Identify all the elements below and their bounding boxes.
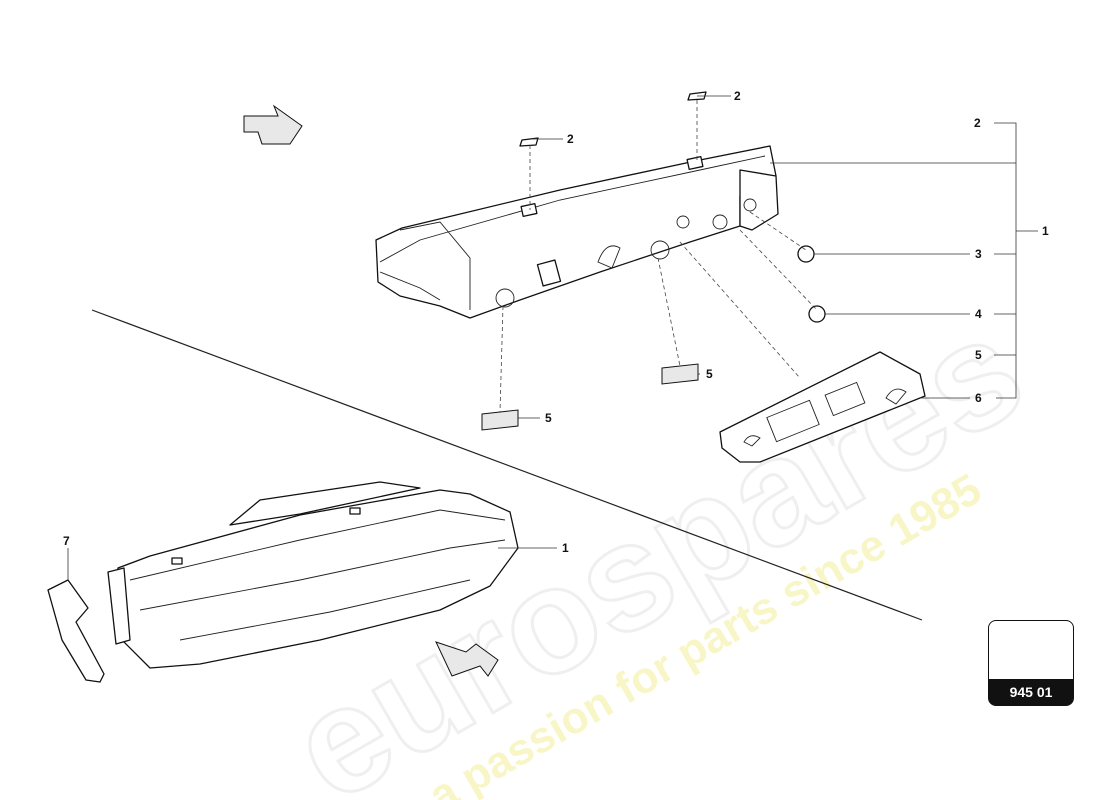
tail-lamp-front-view bbox=[107, 481, 519, 669]
part-5-pad-a bbox=[481, 409, 519, 431]
callout-5c: 5 bbox=[545, 411, 552, 425]
callout-4: 4 bbox=[975, 307, 982, 321]
part-3-plug bbox=[797, 245, 815, 263]
callout-labels: 2 2 2 1 3 4 5 6 5 5 7 1 bbox=[63, 89, 1049, 555]
part-7-trim bbox=[47, 579, 105, 683]
dashed-leaders bbox=[499, 100, 818, 413]
callout-1a: 1 bbox=[1042, 224, 1049, 238]
callout-7: 7 bbox=[63, 534, 70, 548]
view-arrow-bottom bbox=[435, 641, 499, 677]
callout-6: 6 bbox=[975, 391, 982, 405]
separator-line bbox=[91, 309, 923, 621]
callout-3: 3 bbox=[975, 247, 982, 261]
callout-2c: 2 bbox=[974, 116, 981, 130]
tail-lamp-rear-view bbox=[375, 145, 779, 319]
part-6-gasket bbox=[719, 351, 926, 463]
reference-code: 945 01 bbox=[989, 679, 1073, 705]
callout-5b: 5 bbox=[706, 367, 713, 381]
part-5-pad-b bbox=[661, 363, 699, 385]
callout-leaders bbox=[498, 95, 1038, 549]
view-arrow-top bbox=[243, 104, 303, 145]
callout-2b: 2 bbox=[734, 89, 741, 103]
part-4-plug bbox=[808, 305, 826, 323]
callout-1b: 1 bbox=[562, 541, 569, 555]
reference-code-box: 945 01 bbox=[988, 620, 1074, 706]
callout-2a: 2 bbox=[567, 132, 574, 146]
callout-5a: 5 bbox=[975, 348, 982, 362]
